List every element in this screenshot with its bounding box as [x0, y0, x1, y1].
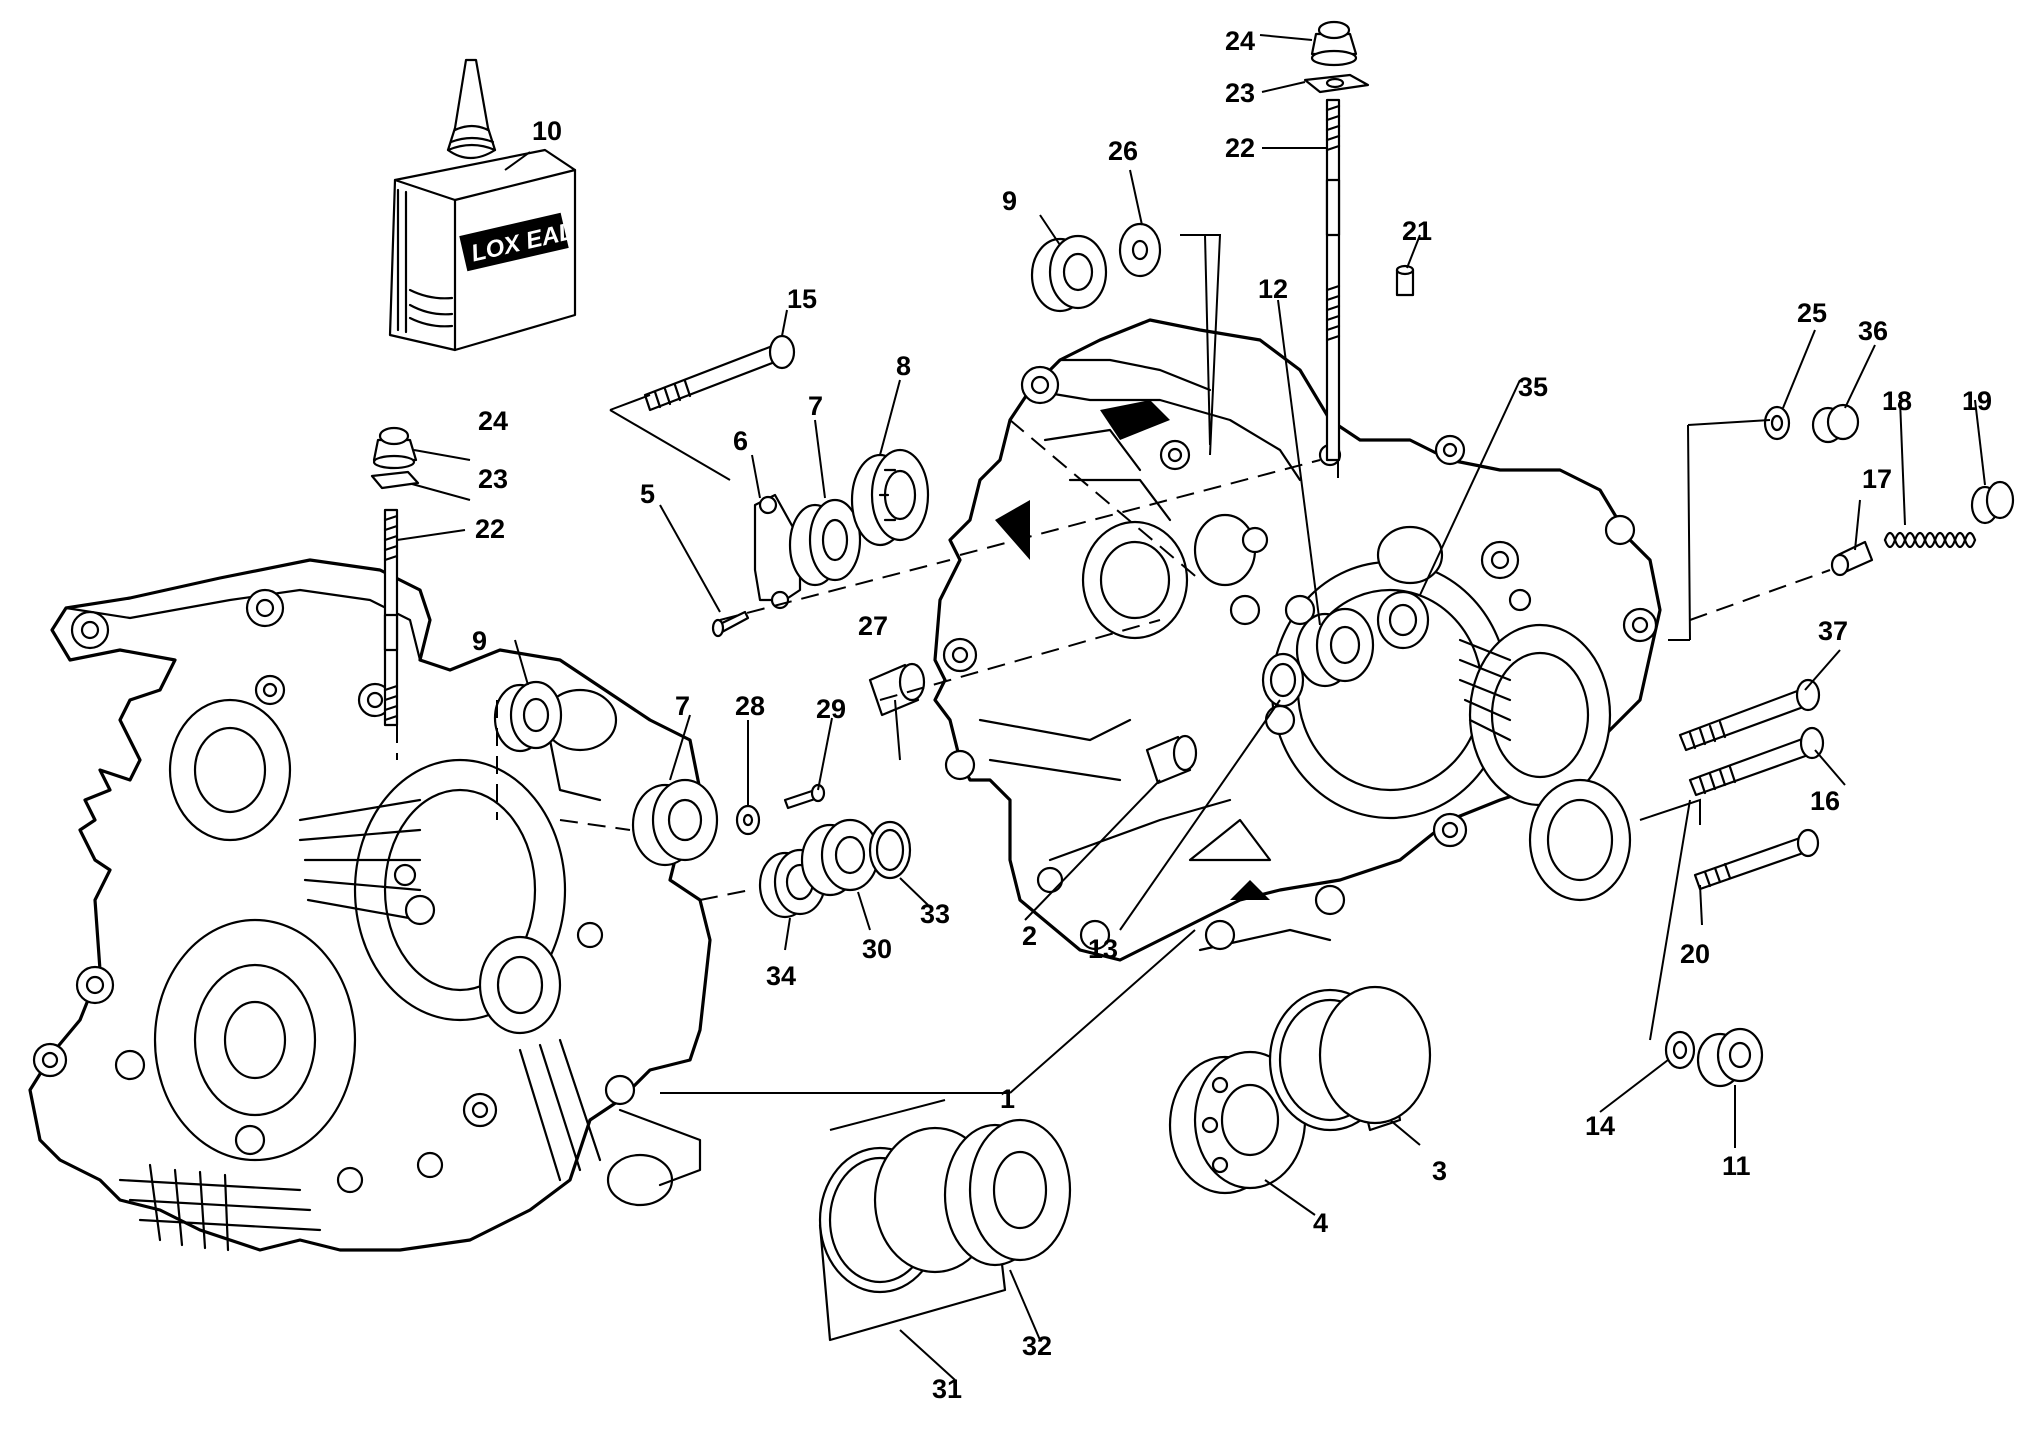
part-35-seal [1376, 590, 1430, 650]
callout-18: 18 [1882, 386, 1912, 416]
callout-9b: 9 [472, 626, 487, 656]
callout-8: 8 [896, 351, 911, 381]
part-27-bush [868, 662, 926, 717]
part-32-bearing [943, 1118, 1072, 1267]
callout-14: 14 [1585, 1111, 1615, 1141]
part-7-bearing-upper [788, 498, 862, 587]
part-21-dowel [1395, 264, 1415, 297]
callout-16: 16 [1810, 786, 1840, 816]
callout-32: 32 [1022, 1331, 1052, 1361]
part-26-washer [1118, 222, 1162, 278]
callout-13: 13 [1088, 934, 1118, 964]
callout-21: 21 [1402, 216, 1432, 246]
part-22-stud-lower [383, 508, 399, 727]
callout-9a: 9 [1002, 186, 1017, 216]
callout-35: 35 [1518, 372, 1548, 402]
part-37-bolt [1678, 678, 1821, 752]
callout-19: 19 [1962, 386, 1992, 416]
callout-26: 26 [1108, 136, 1138, 166]
part-14-washer [1664, 1030, 1696, 1070]
part-9-bearing-lower [493, 680, 563, 753]
callout-4: 4 [1313, 1208, 1328, 1238]
callout-33: 33 [920, 899, 950, 929]
part-6-plate [753, 493, 802, 610]
part-24-nut-upper [1310, 20, 1358, 67]
callout-10: 10 [532, 116, 562, 146]
callout-6: 6 [733, 426, 748, 456]
part-7-bearing-lower [631, 778, 719, 867]
part-23-plate-upper [1303, 73, 1370, 94]
part-25-washer [1763, 405, 1791, 441]
callout-7a: 7 [808, 391, 823, 421]
part-11-plug [1696, 1027, 1764, 1088]
callout-labels: 1 2 3 4 5 6 7 7 8 9 9 10 11 12 13 14 15 … [472, 26, 1992, 1404]
part-2-bush [1145, 734, 1198, 785]
part-19-plug [1970, 480, 2015, 525]
leader-lines [396, 34, 1986, 1381]
callout-1: 1 [1000, 1084, 1015, 1114]
part-16-bolt [1688, 726, 1825, 797]
callout-20: 20 [1680, 939, 1710, 969]
part-20-bolt [1693, 828, 1820, 891]
sealant-bottle: LOX EAL [388, 58, 577, 352]
part-30-bearing [800, 818, 880, 897]
part-3-sleeve [1268, 985, 1432, 1132]
part-24-nut-lower [372, 426, 418, 470]
part-28-washer [735, 804, 761, 836]
callout-30: 30 [862, 934, 892, 964]
part-29-screw [783, 783, 826, 810]
part-8-bearing [850, 448, 930, 547]
part-18-spring [1883, 531, 1977, 549]
callout-12: 12 [1258, 274, 1288, 304]
callout-27: 27 [858, 611, 888, 641]
callout-22a: 22 [1225, 133, 1255, 163]
part-36-plug [1811, 403, 1860, 444]
callout-37: 37 [1818, 616, 1848, 646]
callout-23b: 23 [478, 464, 508, 494]
callout-17: 17 [1862, 464, 1892, 494]
part-15-bolt [643, 334, 796, 412]
part-9-bearing-upper [1030, 234, 1108, 313]
part-23-plate-lower [370, 470, 420, 490]
callout-36: 36 [1858, 316, 1888, 346]
callout-22b: 22 [475, 514, 505, 544]
callout-11: 11 [1722, 1151, 1751, 1181]
part-13-ring [1261, 652, 1305, 708]
callout-5: 5 [640, 479, 655, 509]
callout-7b: 7 [675, 691, 690, 721]
callout-23a: 23 [1225, 78, 1255, 108]
part-12-bearing [1295, 607, 1375, 688]
part-33-clip [868, 820, 912, 880]
callout-3: 3 [1432, 1156, 1447, 1186]
part-17-valve [1830, 540, 1874, 577]
left-crankcase-half [28, 558, 712, 1252]
part-22-stud-upper [1325, 98, 1341, 462]
callout-24b: 24 [478, 406, 508, 436]
callout-34: 34 [766, 961, 796, 991]
callout-2: 2 [1022, 921, 1037, 951]
callout-25: 25 [1797, 298, 1827, 328]
callout-24a: 24 [1225, 26, 1255, 56]
callout-15: 15 [787, 284, 817, 314]
callout-31: 31 [932, 1374, 962, 1404]
part-5-screw [711, 610, 750, 638]
callout-28: 28 [735, 691, 765, 721]
callout-29: 29 [816, 694, 846, 724]
